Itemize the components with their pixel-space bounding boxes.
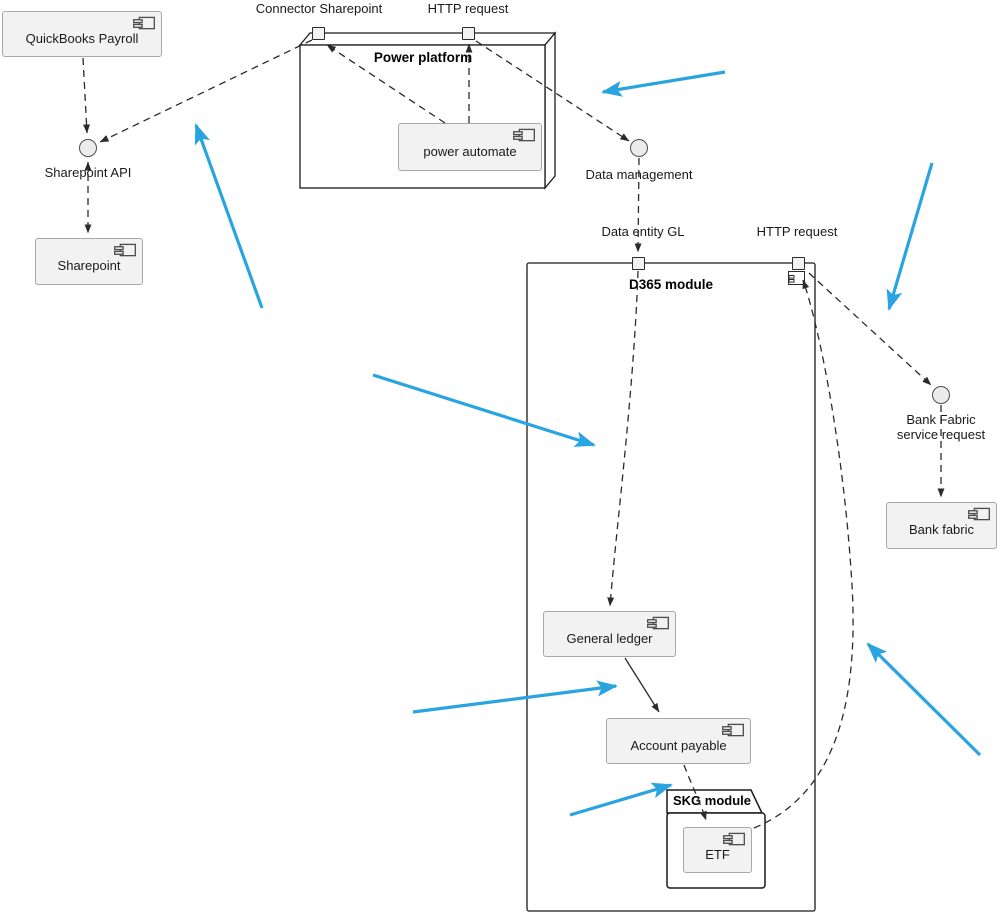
component-label: Account payable xyxy=(630,737,727,753)
component-label: QuickBooks Payroll xyxy=(25,30,139,46)
component-icon xyxy=(723,832,745,846)
edge-data-entity-port-to-general-ledger xyxy=(607,270,639,607)
d365-module-package-shape xyxy=(526,262,816,912)
edge-http-port-to-bank-service-request xyxy=(808,272,932,386)
annotation-arrow-3 xyxy=(372,373,596,447)
port-arrow-badge xyxy=(788,271,805,285)
port-connector-sharepoint xyxy=(311,26,325,40)
bank-fabric-label-line1: Bank Fabric xyxy=(906,412,976,427)
edge-quickbooks-to-sharepoint-api xyxy=(82,57,91,134)
port-http-request-d365 xyxy=(791,256,805,270)
component-icon xyxy=(647,616,669,630)
skg-module-title: SKG module xyxy=(672,793,751,808)
bank-fabric-label-line2: service request xyxy=(896,427,986,442)
component-label: Sharepoint xyxy=(57,258,121,273)
component-icon xyxy=(968,507,990,521)
component-sharepoint: Sharepoint xyxy=(35,238,143,285)
edge-etf-to-http-port-curve xyxy=(753,279,854,829)
annotation-arrow-2 xyxy=(194,123,264,309)
component-icon xyxy=(513,128,535,142)
bank-fabric-service-request-interface-label: Bank Fabric service request xyxy=(861,412,1000,442)
component-label: General ledger xyxy=(566,630,653,646)
component-general-ledger: General ledger xyxy=(543,611,676,657)
component-account-payable: Account payable xyxy=(606,718,751,764)
component-label: power automate xyxy=(423,143,517,159)
component-label: Bank fabric xyxy=(908,522,975,537)
annotation-arrow-6 xyxy=(569,782,673,817)
http-request-pp-port-label: HTTP request xyxy=(427,1,509,16)
component-icon xyxy=(722,723,744,737)
component-power-automate: power automate xyxy=(398,123,542,171)
annotation-arrow-1 xyxy=(601,70,726,97)
component-icon xyxy=(114,243,136,257)
port-http-request-pp xyxy=(461,26,475,40)
interface-circle-bank-fabric-service-request xyxy=(932,386,950,404)
edge-general-ledger-to-account-payable xyxy=(624,657,660,713)
data-entity-gl-port-label: Data entity GL xyxy=(601,224,685,239)
interface-circle-sharepoint-api xyxy=(79,139,97,157)
interface-circle-data-management xyxy=(630,139,648,157)
component-label: ETF xyxy=(705,846,730,862)
annotation-arrow-5 xyxy=(412,680,618,714)
data-management-interface-label: Data management xyxy=(585,167,693,182)
power-platform-title: Power platform xyxy=(373,50,473,65)
component-icon xyxy=(133,16,155,30)
http-request-d365-port-label: HTTP request xyxy=(756,224,838,239)
mini-component-icon xyxy=(788,275,795,283)
port-data-entity-gl xyxy=(631,256,645,270)
connector-sharepoint-port-label: Connector Sharepoint xyxy=(255,1,383,16)
annotation-arrow-7 xyxy=(866,642,982,757)
annotation-arrow-4 xyxy=(886,162,934,311)
component-bank-fabric: Bank fabric xyxy=(886,502,997,549)
d365-module-title: D365 module xyxy=(628,277,714,292)
component-etf: ETF xyxy=(683,827,752,873)
sharepoint-api-interface-label: Sharepoint API xyxy=(44,165,132,180)
component-quickbooks-payroll: QuickBooks Payroll xyxy=(2,11,162,57)
